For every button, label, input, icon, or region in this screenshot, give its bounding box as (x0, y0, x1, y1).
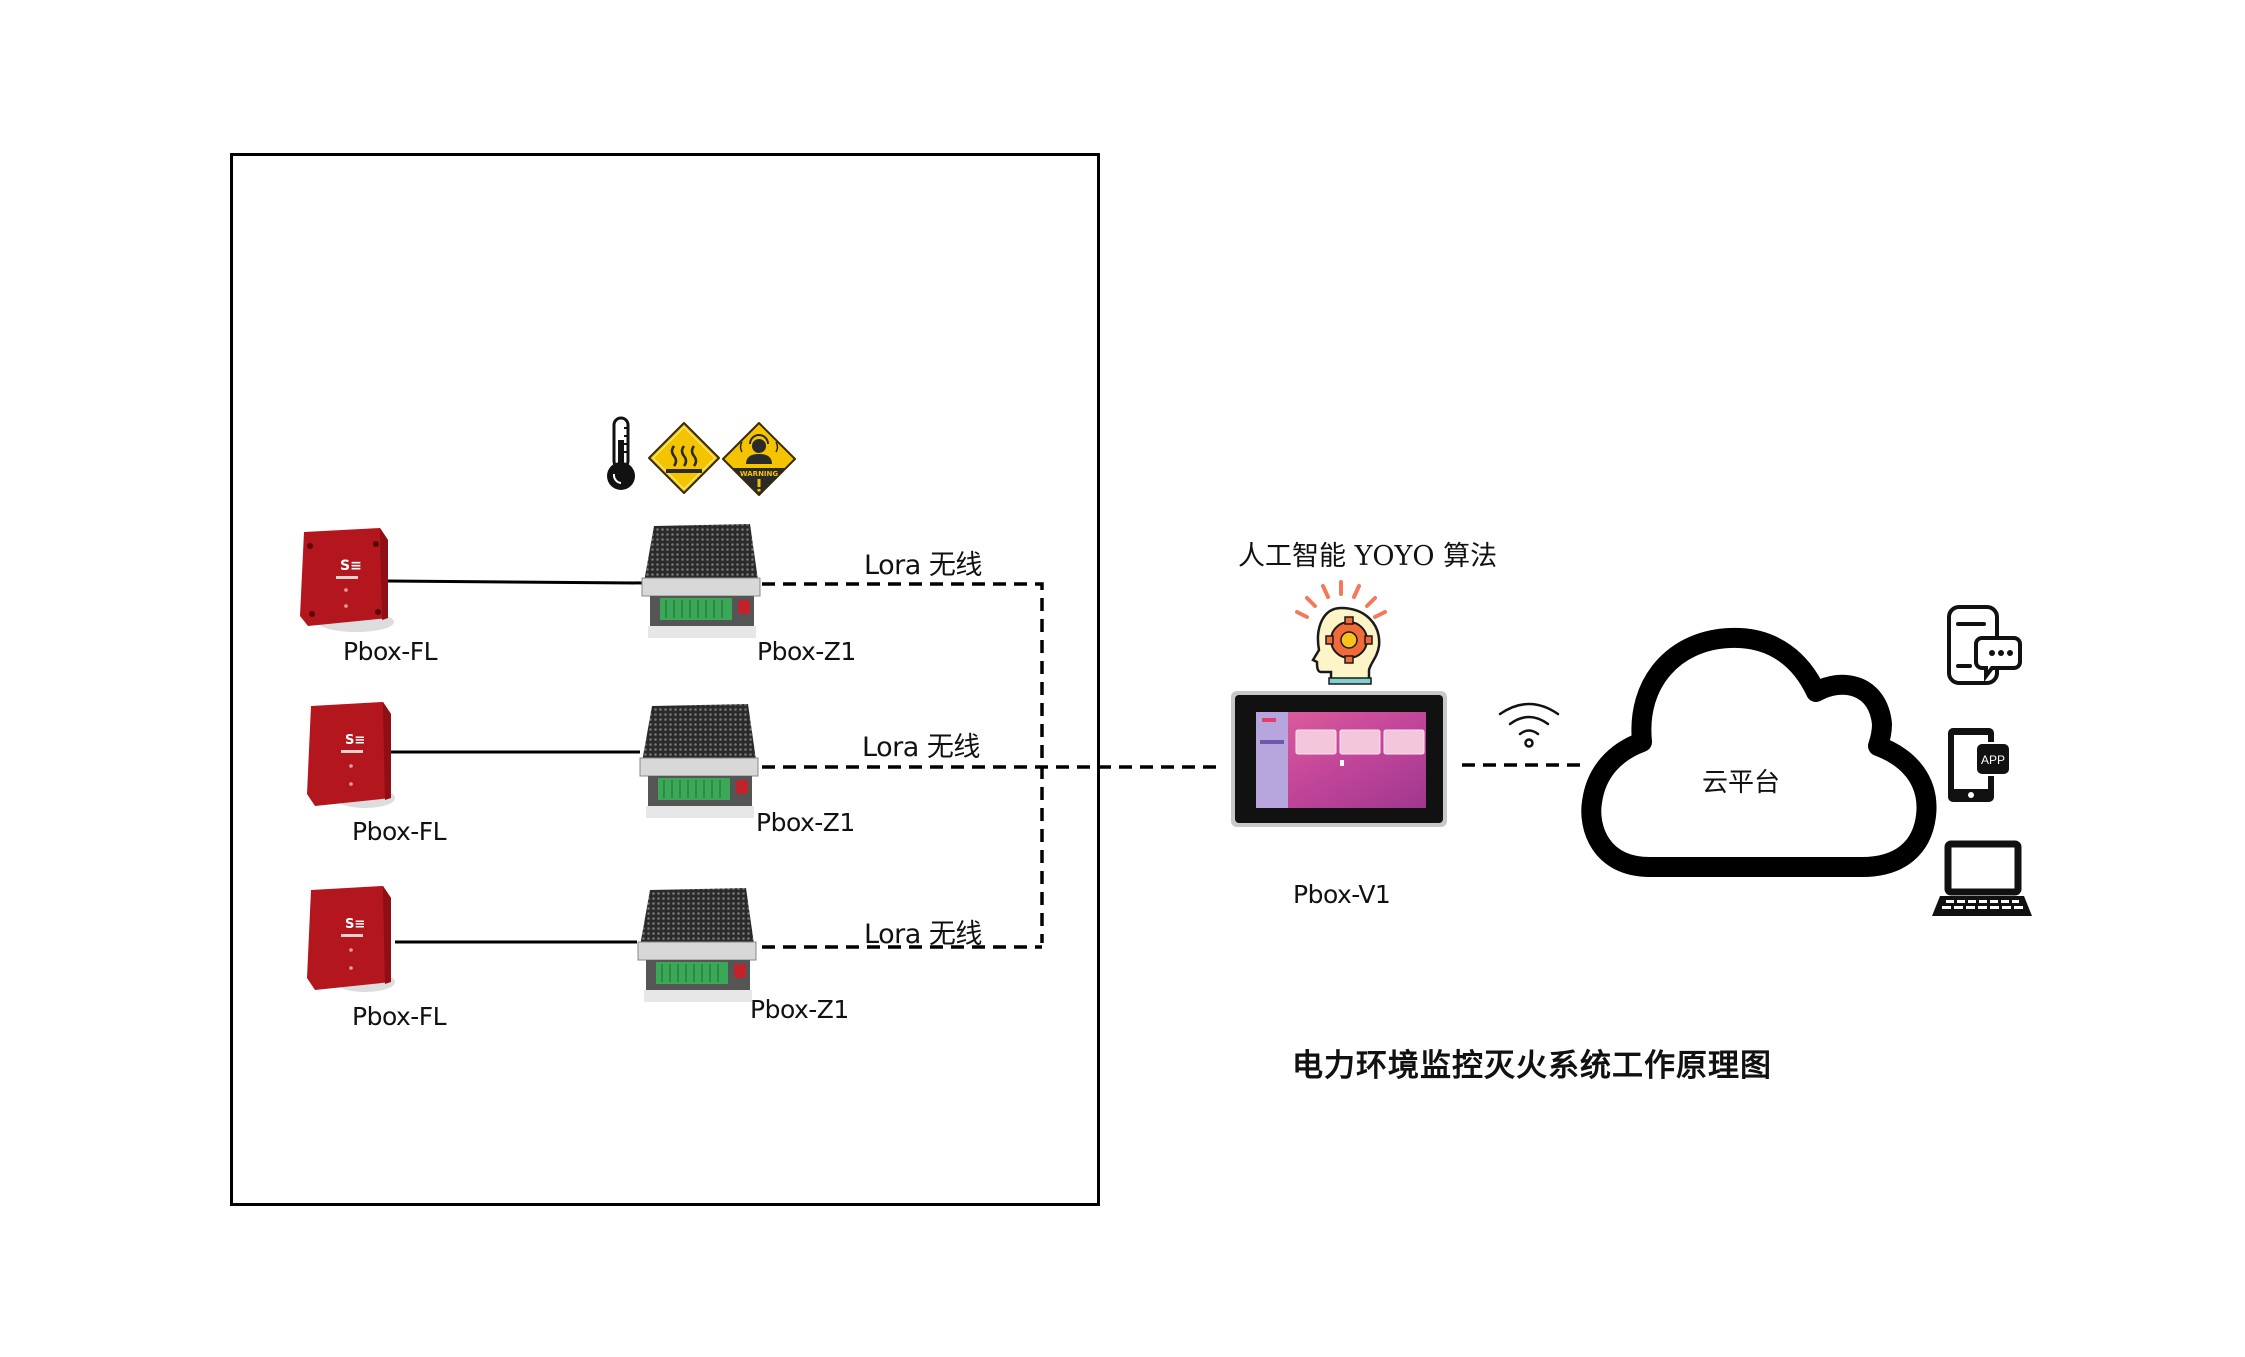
ai-head-gear-icon (1295, 580, 1387, 685)
gateway-label: Pbox-V1 (1293, 880, 1391, 909)
detector-device-row-2: S≡ (307, 702, 395, 808)
controller-device-row-3 (637, 888, 757, 1002)
svg-text:S≡: S≡ (340, 558, 362, 574)
controller-label-row-2: Pbox-Z1 (756, 808, 855, 837)
wifi-icon (1498, 702, 1560, 748)
diagram-title: 电力环境监控灭火系统工作原理图 (1292, 1048, 1772, 1084)
detector-label-row-2: Pbox-FL (352, 817, 447, 846)
cloud-platform-label: 云平台 (1702, 768, 1781, 798)
detector-device-row-3: S≡ (307, 886, 395, 992)
gateway-display-device (1231, 691, 1447, 827)
phone-message-icon (1947, 605, 2022, 685)
controller-label-row-3: Pbox-Z1 (750, 995, 849, 1024)
warning-text: WARNING (740, 470, 779, 478)
controller-label-row-1: Pbox-Z1 (757, 637, 856, 666)
phone-app-icon: APP (1948, 728, 2011, 802)
noise-warning-icon: WARNING (722, 422, 796, 496)
detector-label-row-1: Pbox-FL (343, 637, 438, 666)
laptop-icon (1932, 840, 2032, 916)
lora-label-row-2: Lora 无线 (862, 732, 980, 763)
controller-device-row-1 (641, 524, 761, 638)
cloud-platform-icon (1581, 627, 1937, 877)
lora-label-row-1: Lora 无线 (864, 550, 982, 581)
thermometer-icon (607, 416, 635, 490)
wire-row-1 (387, 579, 644, 585)
controller-device-row-2 (639, 704, 759, 818)
detector-label-row-3: Pbox-FL (352, 1002, 447, 1031)
lora-label-row-3: Lora 无线 (864, 919, 982, 950)
lora-link-row-1 (762, 582, 1044, 943)
svg-text:S≡: S≡ (345, 917, 365, 932)
ai-algorithm-label: 人工智能 YOYO 算法 (1238, 541, 1498, 572)
detector-device-row-1: S≡ (300, 528, 394, 632)
hot-surface-warning-icon (648, 422, 720, 494)
site-enclosure-box (230, 153, 1100, 1206)
app-badge-text: APP (1981, 753, 2005, 767)
svg-text:S≡: S≡ (345, 733, 365, 748)
